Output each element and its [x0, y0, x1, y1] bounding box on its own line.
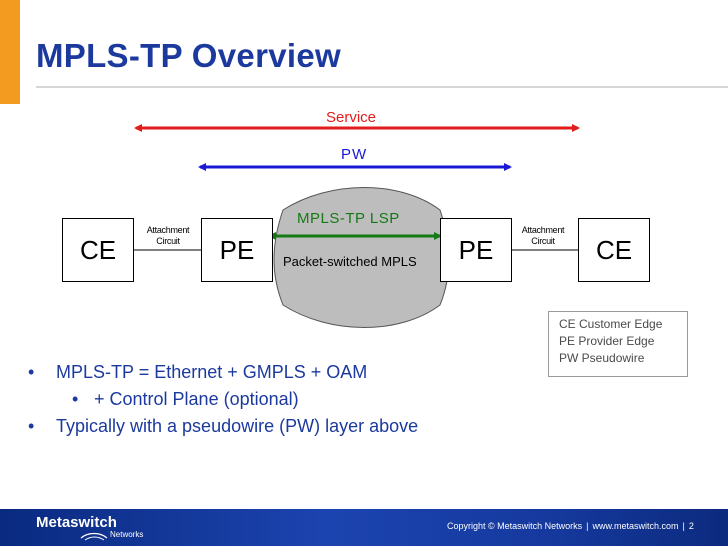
logo-subtitle: Networks: [110, 530, 144, 539]
bullet-text: + Control Plane (optional): [94, 389, 299, 409]
legend-item: PE Provider Edge: [559, 334, 655, 348]
ce-left-box: CE: [62, 218, 134, 282]
attachment-circuit-left-label: Attachment Circuit: [146, 225, 190, 246]
attachment-circuit-right-label: Attachment Circuit: [521, 225, 565, 246]
pe-left-box: PE: [201, 218, 273, 282]
title-divider: [36, 86, 728, 88]
page-number: 2: [688, 521, 694, 531]
copyright-text: Copyright © Metaswitch Networks: [447, 521, 583, 531]
service-label: Service: [326, 109, 377, 126]
bullet-list: • MPLS-TP = Ethernet + GMPLS + OAM • + C…: [28, 361, 418, 442]
pe-right-box: PE: [440, 218, 512, 282]
bullet-text: Typically with a pseudowire (PW) layer a…: [56, 416, 419, 436]
bullet-item: • Typically with a pseudowire (PW) layer…: [28, 415, 418, 442]
slide-title: MPLS-TP Overview: [36, 37, 341, 74]
bullet-text: MPLS-TP = Ethernet + GMPLS + OAM: [56, 362, 368, 382]
metaswitch-logo: Metaswitch: [36, 514, 117, 531]
lsp-label: MPLS-TP LSP: [297, 210, 400, 227]
pw-label: PW: [341, 146, 368, 163]
packet-switched-mpls-label: Packet-switched MPLS: [283, 254, 417, 269]
footer-copyright: Copyright © Metaswitch Networks|www.meta…: [447, 521, 694, 531]
legend-item: PW Pseudowire: [559, 351, 645, 365]
title-accent-bar: [0, 0, 20, 104]
bullet-dot-icon: •: [28, 362, 35, 382]
sub-bullet-item: • + Control Plane (optional): [28, 388, 418, 415]
logo-swirl-icon: [80, 532, 108, 541]
ce-right-box: CE: [578, 218, 650, 282]
bullet-dot-icon: •: [72, 389, 79, 409]
website-link[interactable]: www.metaswitch.com: [592, 521, 679, 531]
legend-box: CE Customer Edge PE Provider Edge PW Pse…: [548, 311, 688, 377]
mpls-cloud: [273, 187, 450, 328]
bullet-item: • MPLS-TP = Ethernet + GMPLS + OAM: [28, 361, 418, 388]
bullet-dot-icon: •: [28, 416, 35, 436]
legend-item: CE Customer Edge: [559, 317, 663, 331]
footer-bar: Metaswitch Networks Copyright © Metaswit…: [0, 509, 728, 546]
